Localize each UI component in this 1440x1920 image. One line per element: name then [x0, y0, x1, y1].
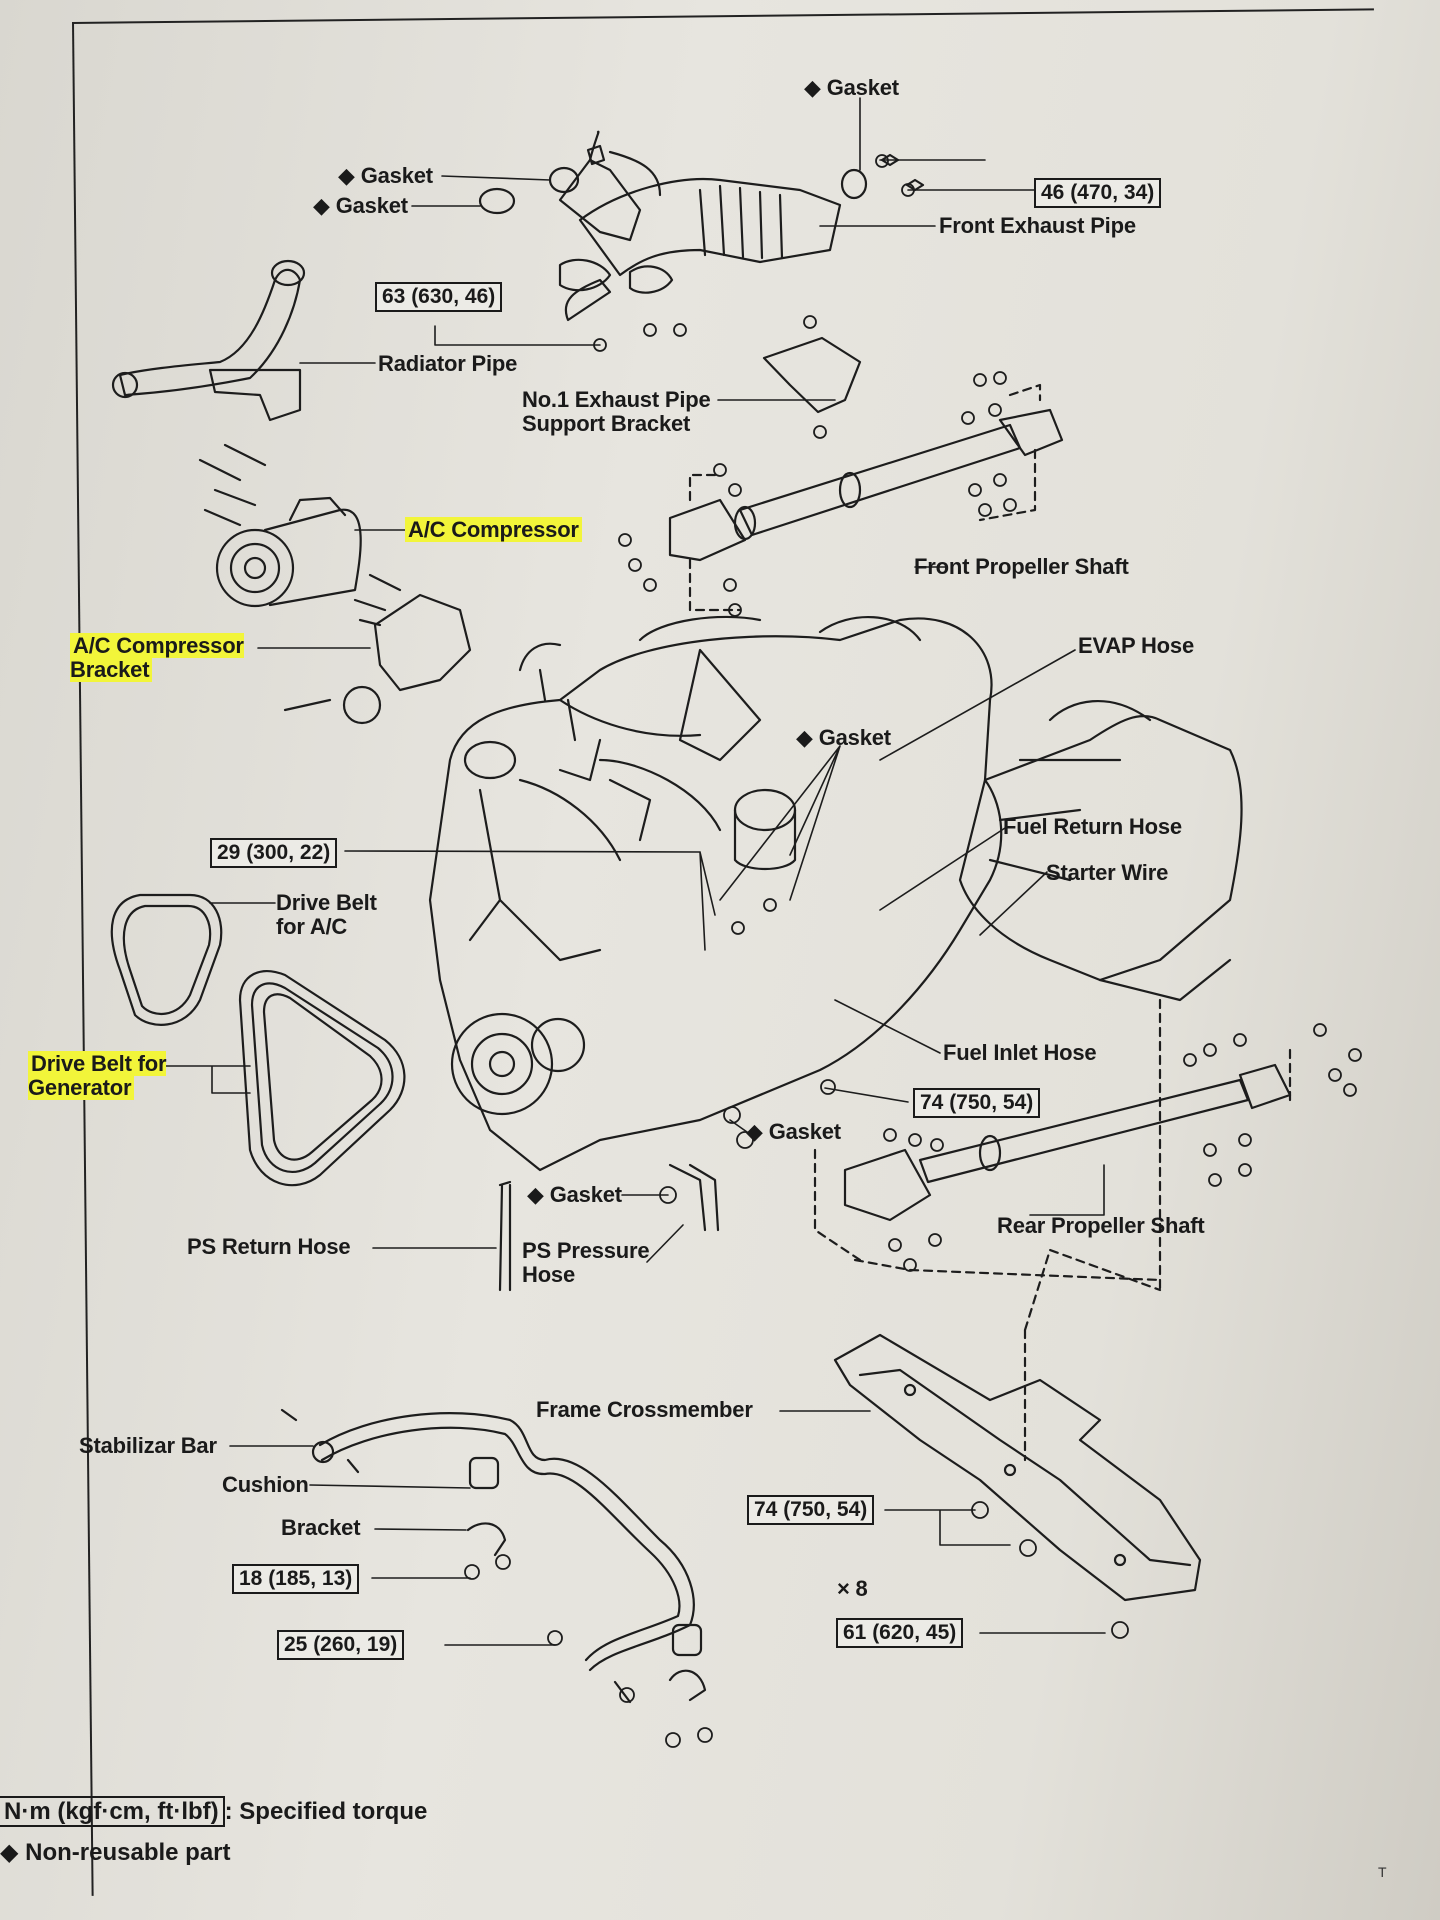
- torque-46: 46 (470, 34): [1034, 178, 1162, 208]
- label-exhaust-bracket: No.1 Exhaust Pipe Support Bracket: [522, 387, 711, 436]
- ps-hoses-drawing: [498, 1163, 720, 1292]
- label-gasket-5: Gasket: [746, 1120, 841, 1144]
- label-ac-compressor-text: A/C Compressor: [405, 517, 582, 542]
- label-bracket: Bracket: [281, 1515, 361, 1540]
- rear-propeller-shaft-drawing: [813, 998, 1292, 1292]
- label-frame-crossmember: Frame Crossmember: [536, 1397, 753, 1422]
- label-gasket-top: Gasket: [804, 76, 899, 100]
- legend-torque: N·m (kgf·cm, ft·lbf): Specified torque: [0, 1796, 428, 1827]
- transmission-drawing: [958, 699, 1243, 1002]
- label-gasket-4: Gasket: [796, 726, 891, 750]
- torque-25: 25 (260, 19): [277, 1630, 405, 1660]
- label-rear-propeller-shaft: Rear Propeller Shaft: [997, 1213, 1205, 1238]
- label-gasket-6: Gasket: [527, 1183, 622, 1207]
- legend-nonreusable-text: Non-reusable part: [25, 1839, 231, 1866]
- label-ac-compressor: A/C Compressor: [405, 517, 582, 542]
- label-drive-belt-generator: Drive Belt for Generator: [28, 1051, 228, 1100]
- label-gasket-2: Gasket: [338, 164, 433, 188]
- torque-18: 18 (185, 13): [232, 1564, 360, 1594]
- label-ac-compressor-bracket: A/C Compressor Bracket: [70, 633, 270, 682]
- ac-compressor-drawing: [198, 443, 362, 608]
- diamond-icon: ◆: [0, 1839, 19, 1866]
- legend-nonreusable: ◆ Non-reusable part: [0, 1838, 231, 1867]
- label-evap-hose: EVAP Hose: [1078, 633, 1194, 658]
- leader-lines: [159, 97, 1106, 1646]
- torque-74-crossmember: 74 (750, 54): [747, 1495, 875, 1525]
- torque-29: 29 (300, 22): [210, 838, 338, 868]
- frame-crossmember-drawing: [833, 1248, 1202, 1602]
- label-starter-wire: Starter Wire: [1046, 860, 1169, 885]
- front-exhaust-pipe-drawing: [478, 130, 1036, 414]
- corner-mark: T: [1378, 1864, 1387, 1880]
- label-fuel-inlet-hose: Fuel Inlet Hose: [943, 1040, 1097, 1065]
- engine-drawing: [428, 615, 1003, 1172]
- torque-63: 63 (630, 46): [375, 282, 503, 312]
- label-gasket-3: Gasket: [313, 194, 408, 218]
- front-propeller-shaft-drawing: [668, 383, 1064, 612]
- label-stabilizer-bar: Stabilizar Bar: [79, 1433, 217, 1458]
- label-front-propeller-shaft: Front Propeller Shaft: [914, 554, 1129, 579]
- torque-74-rear: 74 (750, 54): [913, 1088, 1041, 1118]
- label-radiator-pipe: Radiator Pipe: [378, 351, 518, 376]
- stabilizer-bar-drawing: [280, 1408, 707, 1704]
- legend-torque-unit: N·m (kgf·cm, ft·lbf): [0, 1796, 225, 1827]
- radiator-pipe-drawing: [111, 259, 306, 422]
- label-cushion: Cushion: [222, 1472, 309, 1497]
- label-ac-compressor-bracket-text: A/C Compressor Bracket: [70, 633, 244, 682]
- torque-61: 61 (620, 45): [836, 1618, 964, 1648]
- legend-torque-text: : Specified torque: [224, 1798, 428, 1825]
- label-ps-return-hose: PS Return Hose: [187, 1234, 351, 1259]
- label-multiplier: × 8: [837, 1576, 868, 1601]
- drive-belt-generator-drawing: [238, 970, 406, 1187]
- label-fuel-return-hose: Fuel Return Hose: [1003, 814, 1182, 839]
- label-front-exhaust-pipe: Front Exhaust Pipe: [939, 213, 1136, 238]
- label-drive-belt-generator-text: Drive Belt for Generator: [28, 1051, 167, 1100]
- ac-compressor-bracket-drawing: [283, 573, 472, 725]
- label-ps-pressure-hose: PS Pressure Hose: [522, 1238, 650, 1287]
- label-drive-belt-ac: Drive Belt for A/C: [276, 890, 377, 939]
- drive-belt-ac-drawing: [110, 893, 223, 1026]
